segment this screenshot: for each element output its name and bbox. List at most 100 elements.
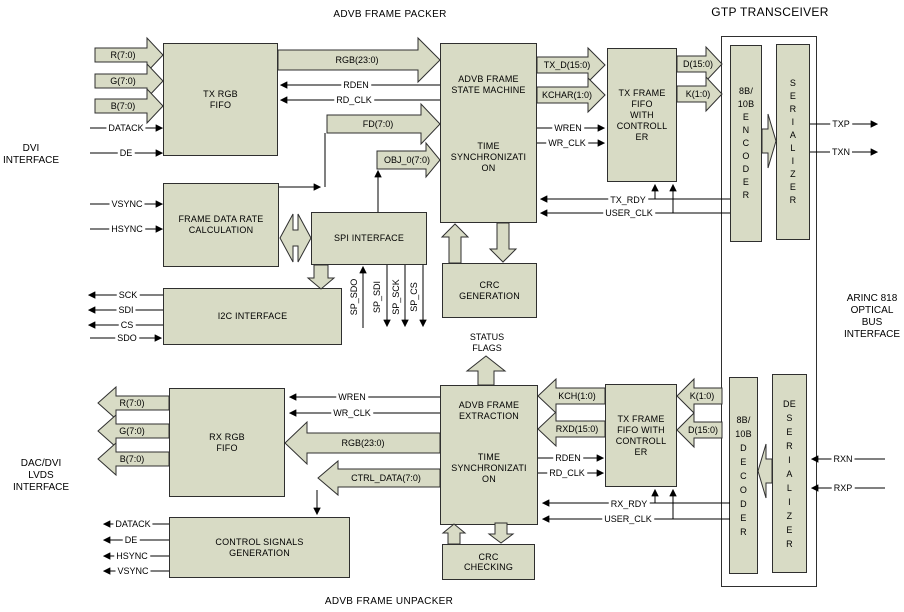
label-vsync-bottom: VSYNC (115, 566, 151, 576)
bus-r-top (94, 36, 164, 74)
bus-label-b-top: B(7:0) (110, 101, 136, 111)
tx-frame-fifo-top-label: TX FRAME FIFO WITH CONTROLL ER (616, 87, 668, 142)
label-rdclk-top: RD_CLK (334, 95, 374, 105)
label-wren-top: WREN (552, 123, 584, 133)
i2c-interface-block: I2C INTERFACE (163, 288, 342, 345)
bus-kch-bottom (537, 377, 606, 415)
arrow-fdr-spi-double (279, 213, 312, 263)
bus-label-rxd: RXD(15:0) (555, 424, 599, 434)
label-rden-top: RDEN (341, 80, 371, 90)
label-rxn: RXN (831, 454, 855, 464)
bus-fd (326, 102, 441, 146)
bus-b-top (94, 87, 164, 125)
arrow-crcgen-up (440, 223, 470, 264)
label-rdclk-bottom: RD_CLK (547, 468, 587, 478)
label-hsync-top: HSYNC (109, 224, 145, 234)
time-sync-tx-label: TIME SYNCHRONIZATI ON (450, 141, 527, 173)
crc-generation-label: CRC GENERATION (459, 279, 520, 301)
rx-rgb-fifo-block: RX RGB FIFO (169, 388, 285, 497)
frame-data-rate-block: FRAME DATA RATE CALCULATION (163, 183, 279, 267)
tx-rgb-fifo-label: TX RGB FIFO (203, 88, 238, 110)
arrow-spi-to-i2c-down (306, 264, 336, 290)
label-userclk-bottom: USER_CLK (602, 514, 654, 524)
advb-frame-extraction-label: ADVB FRAME EXTRACTION (458, 400, 520, 421)
arrow-encoder-serializer (761, 113, 777, 169)
rx-rgb-fifo-label: RX RGB FIFO (209, 431, 245, 453)
bus-rxd-bottom (537, 410, 606, 448)
gtp-title: GTP TRANSCEIVER (711, 5, 829, 19)
bus-k-top (676, 75, 723, 113)
label-de-bottom: DE (122, 535, 140, 545)
control-signals-generation-block: CONTROL SIGNALS GENERATION (169, 517, 350, 578)
advb-frame-extraction-block: ADVB FRAME EXTRACTION TIME SYNCHRONIZATI… (440, 385, 538, 525)
label-sdo: SDO (115, 333, 139, 343)
status-flags-label: STATUS FLAGS (469, 332, 505, 353)
advb-frame-state-machine-label: ADVB FRAME STATE MACHINE (451, 74, 526, 95)
bus-label-b-bottom: B(7:0) (119, 454, 145, 464)
bus-d-top (676, 45, 723, 83)
spi-interface-block: SPI INTERFACE (311, 212, 427, 265)
bus-label-rgb-top: RGB(23:0) (335, 55, 379, 65)
crc-checking-label: CRC CHECKING (463, 552, 514, 572)
tx-frame-fifo-top-block: TX FRAME FIFO WITH CONTROLL ER (607, 48, 677, 182)
arrow-crcchk-down (487, 522, 515, 544)
bus-label-rgb-bottom: RGB(23:0) (341, 438, 385, 448)
bus-label-obj0: OBJ_0(7:0) (383, 155, 431, 165)
label-datack-top: DATACK (106, 123, 146, 133)
bus-r-bottom (97, 385, 170, 421)
label-sp-sdo: SP_SDO (349, 276, 359, 318)
deserializer-label: DE S E R I A L I Z E R (783, 398, 796, 549)
8b10b-encoder-label: 8B/ 10B E N C O D E R (737, 86, 755, 200)
bus-label-g-top: G(7:0) (110, 76, 136, 86)
bus-label-kchar: KCHAR(1:0) (541, 90, 593, 100)
bus-d-bottom (676, 411, 723, 449)
tx-rgb-fifo-block: TX RGB FIFO (163, 43, 278, 156)
bus-rgb-bottom (284, 420, 441, 466)
label-vsync-top: VSYNC (109, 199, 145, 209)
arrow-crcgen-down (488, 222, 518, 263)
label-sp-sck: SP_SCK (391, 277, 401, 317)
bus-arrows (94, 36, 777, 545)
advb-frame-state-machine-block: ADVB FRAME STATE MACHINE TIME SYNCHRONIZ… (440, 43, 537, 223)
label-rden-bottom: RDEN (553, 453, 583, 463)
8b10b-decoder-label: 8B/ 10B D E C O D E R (735, 414, 752, 537)
tx-frame-fifo-bottom-label: TX FRAME FIFO WITH CONTROLL ER (615, 413, 667, 457)
serializer-block: S E R I A L I Z E R (776, 44, 810, 240)
bus-label-k-bottom: K(1:0) (689, 391, 715, 401)
bus-txd (536, 46, 606, 84)
label-wrclk-top: WR_CLK (546, 138, 588, 148)
packer-title: ADVB FRAME PACKER (333, 9, 447, 20)
label-rxrdy: RX_RDY (608, 499, 650, 509)
spi-interface-label: SPI INTERFACE (333, 233, 405, 243)
arrow-deserializer-decoder (757, 443, 773, 499)
bus-g-top (94, 62, 164, 100)
bus-label-r-bottom: R(7:0) (119, 398, 145, 408)
bus-ctrl-data (317, 459, 441, 497)
frame-data-rate-label: FRAME DATA RATE CALCULATION (178, 214, 264, 235)
bus-obj0 (376, 141, 441, 179)
label-userclk-top: USER_CLK (603, 208, 655, 218)
label-txp: TXP (830, 119, 852, 129)
bus-label-r-top: R(7:0) (110, 50, 136, 60)
bus-kchar (536, 76, 606, 114)
crc-generation-block: CRC GENERATION (442, 263, 537, 318)
bus-label-d-bottom: D(15:0) (687, 425, 719, 435)
arrow-crcchk-up (441, 523, 467, 545)
bus-label-ctrl-data: CTRL_DATA(7:0) (351, 473, 421, 483)
bus-b-bottom (97, 441, 170, 477)
control-signals-generation-label: CONTROL SIGNALS GENERATION (215, 536, 304, 558)
8b10b-decoder-block: 8B/ 10B D E C O D E R (729, 377, 758, 574)
label-txn: TXN (830, 147, 852, 157)
bus-k-bottom (676, 377, 723, 415)
label-sdi: SDI (116, 305, 136, 315)
unpacker-title: ADVB FRAME UNPACKER (324, 596, 454, 607)
arrow-status-flags-up (465, 355, 507, 386)
bus-label-d-top: D(15:0) (682, 59, 714, 69)
label-txrdy: TX_RDY (608, 195, 648, 205)
bus-label-kch: KCH(1:0) (558, 391, 596, 401)
time-sync-rx-label: TIME SYNCHRONIZATI ON (451, 452, 527, 484)
label-sp-cs: SP_CS (409, 280, 419, 314)
tx-frame-fifo-bottom-block: TX FRAME FIFO WITH CONTROLL ER (605, 384, 677, 487)
